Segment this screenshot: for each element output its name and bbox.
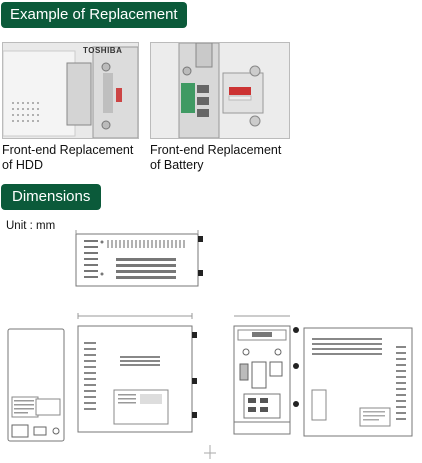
caption-battery-line1: Front-end Replacement [150,143,282,157]
front-view-drawing [233,315,291,435]
side-view-drawing [77,313,197,433]
front-view-connectors [293,327,299,407]
battery-photo-illustration [151,43,289,138]
unit-label: Unit : mm [6,220,56,232]
photo-battery-replacement [150,42,290,139]
caption-battery-line2: of Battery [150,158,204,172]
top-view-drawing [75,230,203,287]
dimension-baseline [204,445,216,459]
brand-logo: TOSHIBA [83,46,123,55]
rear-view-drawing [7,328,65,442]
photo-hdd-replacement: TOSHIBA [2,42,139,139]
caption-hdd: Front-end Replacement of HDD [2,143,133,173]
caption-hdd-line2: of HDD [2,158,43,172]
caption-battery: Front-end Replacement of Battery [150,143,281,173]
hdd-photo-illustration [3,43,138,138]
section-title-dimensions: Dimensions [1,184,102,210]
opposite-side-view-drawing [303,327,413,437]
caption-hdd-line1: Front-end Replacement [2,143,134,157]
section-title-replacement: Example of Replacement [1,2,187,28]
